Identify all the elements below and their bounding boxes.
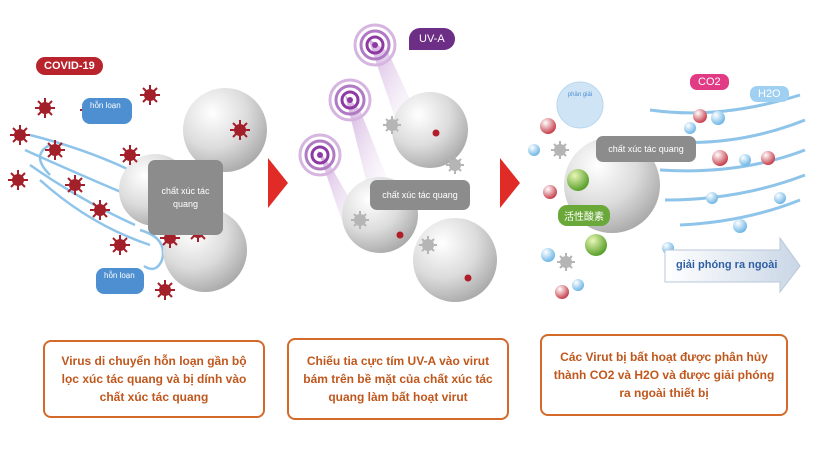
panel-2-uv [298, 23, 497, 302]
caption-step-1: Virus di chuyển hỗn loạn gần bộ lọc xúc … [43, 340, 265, 418]
release-small-label: phân giải [567, 92, 593, 98]
catalyst-label: chất xúc tác quang [370, 180, 470, 210]
caption-step-2: Chiếu tia cực tím UV-A vào virut bám trê… [287, 338, 509, 420]
co2-label: CO2 [690, 74, 729, 90]
release-label: giải phóng ra ngoài [676, 259, 778, 271]
covid-label: COVID-19 [36, 57, 103, 75]
chaos-label-bottom: hỗn loạn [96, 268, 144, 294]
catalyst-label: chất xúc tác quang [148, 160, 223, 235]
step-arrow-icon [268, 158, 288, 208]
molecule-icon [528, 109, 786, 299]
caption-step-3: Các Virut bị bất hoạt được phân hủy thàn… [540, 334, 788, 416]
uv-a-label: UV-A [409, 28, 455, 50]
active-oxygen-label: 活性酸素 [558, 205, 610, 226]
h2o-label: H2O [750, 86, 789, 102]
step-arrow-icon [500, 158, 520, 208]
catalyst-label: chất xúc tác quang [596, 136, 696, 162]
chaos-label-top: hỗn loạn [82, 98, 132, 124]
release-arrow [664, 236, 801, 294]
